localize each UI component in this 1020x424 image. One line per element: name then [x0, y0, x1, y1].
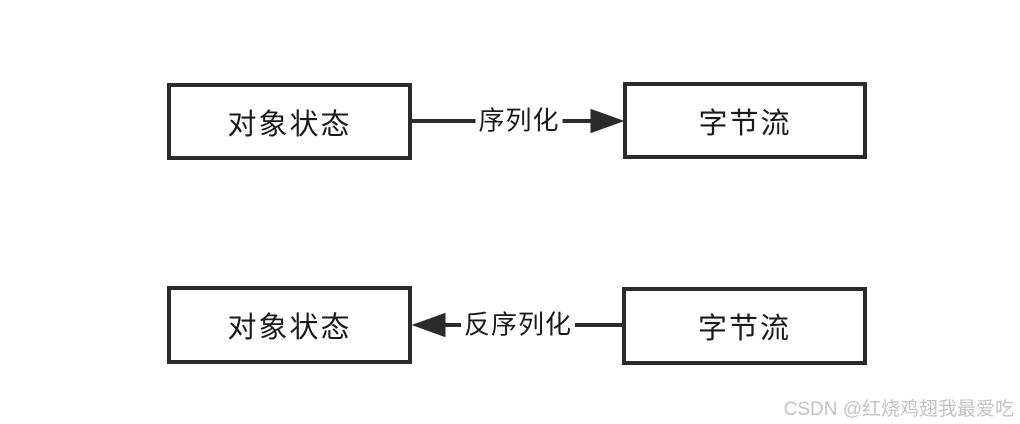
arrowhead-left-icon [411, 312, 446, 338]
node-byte-stream-deserialize: 字节流 [622, 287, 867, 365]
node-object-state-serialize: 对象状态 [167, 83, 412, 160]
node-label: 对象状态 [227, 108, 352, 141]
serialize-arrow-label: 序列化 [475, 107, 563, 136]
arrowhead-right-icon [590, 108, 625, 134]
node-label: 字节流 [697, 313, 791, 345]
csdn-watermark: CSDN @红烧鸡翅我最爱吃 [783, 399, 1014, 420]
node-label: 对象状态 [227, 312, 352, 344]
node-object-state-deserialize: 对象状态 [167, 286, 412, 364]
node-label: 字节流 [698, 107, 792, 140]
node-byte-stream-serialize: 字节流 [623, 82, 867, 159]
deserialize-arrow-label: 反序列化 [460, 311, 576, 340]
